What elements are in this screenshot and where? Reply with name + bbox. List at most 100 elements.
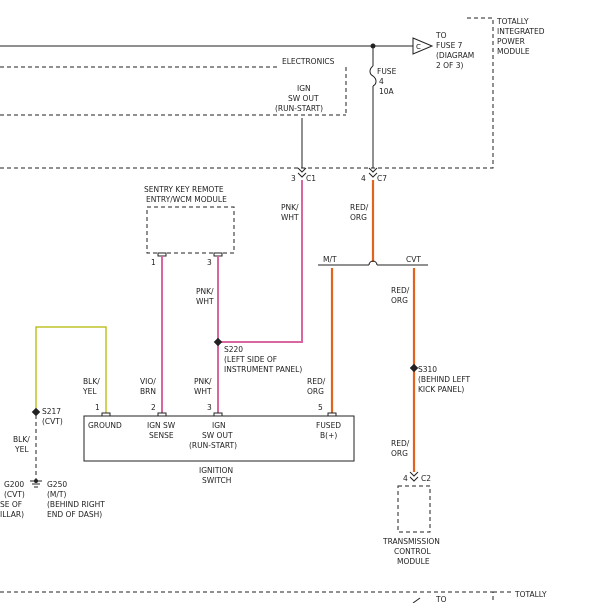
- splice-s217: S217 (CVT): [31, 407, 63, 426]
- svg-text:2 OF 3): 2 OF 3): [436, 61, 464, 70]
- svg-text:BRN: BRN: [140, 387, 156, 396]
- red-org-label-top: RED/ ORG: [350, 203, 369, 222]
- svg-text:C1: C1: [306, 174, 316, 183]
- svg-text:S220: S220: [224, 345, 243, 354]
- svg-text:KICK PANEL): KICK PANEL): [418, 385, 464, 394]
- svg-text:B(+): B(+): [320, 431, 337, 440]
- electronics-box: [0, 66, 347, 116]
- svg-text:1: 1: [95, 403, 100, 412]
- g250-label: G250 (M/T) (BEHIND RIGHT END OF DASH): [47, 480, 105, 519]
- pnk-wht-label-top: PNK/ WHT: [281, 203, 299, 222]
- svg-text:TRANSMISSION: TRANSMISSION: [382, 537, 440, 546]
- svg-text:MODULE: MODULE: [497, 47, 530, 56]
- svg-text:PNK/: PNK/: [196, 287, 214, 296]
- svg-text:IGNITION: IGNITION: [199, 466, 233, 475]
- svg-text:WHT: WHT: [194, 387, 212, 396]
- ignition-switch: 1 2 3 5 GROUND IGN SW SENSE IGN SW OUT (…: [83, 403, 355, 485]
- svg-text:TO: TO: [435, 31, 447, 40]
- svg-text:(CVT): (CVT): [4, 490, 25, 499]
- svg-text:TOTALLY: TOTALLY: [514, 590, 547, 599]
- svg-text:SE OF: SE OF: [0, 500, 22, 509]
- splice-s220: S220 (LEFT SIDE OF INSTRUMENT PANEL): [213, 337, 302, 374]
- red-org-label-cvt: RED/ ORG: [391, 286, 410, 305]
- svg-text:3: 3: [207, 403, 212, 412]
- ign-sw-out-tipm-label: IGN SW OUT (RUN-START): [275, 84, 323, 113]
- svg-text:TOTALLY: TOTALLY: [496, 17, 529, 26]
- red-org-label-tcm: RED/ ORG: [391, 439, 410, 458]
- svg-text:SWITCH: SWITCH: [202, 476, 231, 485]
- svg-text:1: 1: [151, 258, 156, 267]
- pnk-wht-wire-c1: [218, 180, 303, 343]
- svg-text:PNK/: PNK/: [281, 203, 299, 212]
- svg-text:BLK/: BLK/: [13, 435, 30, 444]
- svg-text:4: 4: [361, 174, 366, 183]
- splice-s310: S310 (BEHIND LEFT KICK PANEL): [409, 363, 471, 394]
- svg-text:SENTRY KEY REMOTE: SENTRY KEY REMOTE: [144, 185, 224, 194]
- svg-text:YEL: YEL: [14, 445, 29, 454]
- pnk-wht-label-mid: PNK/ WHT: [196, 287, 214, 306]
- svg-text:INTEGRATED: INTEGRATED: [497, 27, 545, 36]
- svg-text:C7: C7: [377, 174, 387, 183]
- svg-text:C: C: [416, 43, 421, 51]
- vio-brn-label: VIO/ BRN: [140, 377, 156, 396]
- svg-text:3: 3: [207, 258, 212, 267]
- tipm-box-bottom: TOTALLY TO: [0, 590, 547, 603]
- blk-yel-label-left: BLK/ YEL: [13, 435, 30, 454]
- svg-text:(M/T): (M/T): [47, 490, 67, 499]
- fuse-4: [369, 46, 377, 168]
- svg-text:WHT: WHT: [196, 297, 214, 306]
- electronics-label: ELECTRONICS: [282, 57, 335, 66]
- svg-text:ILLAR): ILLAR): [0, 510, 24, 519]
- blk-yel-label-top: BLK/ YEL: [82, 377, 100, 396]
- svg-text:M/T: M/T: [323, 255, 337, 264]
- transmission-control-module: TRANSMISSION CONTROL MODULE: [382, 485, 440, 566]
- svg-text:C2: C2: [421, 474, 431, 483]
- svg-text:(CVT): (CVT): [42, 417, 63, 426]
- svg-text:2: 2: [151, 403, 156, 412]
- blk-yel-wire: [35, 326, 107, 413]
- svg-text:END OF DASH): END OF DASH): [47, 510, 102, 519]
- tipm-label: TOTALLY INTEGRATED POWER MODULE: [496, 17, 545, 56]
- svg-text:SW OUT: SW OUT: [202, 431, 233, 440]
- svg-text:RED/: RED/: [307, 377, 326, 386]
- svg-text:RED/: RED/: [391, 439, 410, 448]
- svg-text:IGN: IGN: [212, 421, 226, 430]
- svg-text:RED/: RED/: [350, 203, 369, 212]
- svg-text:PNK/: PNK/: [194, 377, 212, 386]
- svg-text:FUSED: FUSED: [316, 421, 341, 430]
- svg-text:FUSE 7: FUSE 7: [436, 41, 463, 50]
- connector-c7: 4 C7: [361, 167, 387, 183]
- svg-text:(RUN-START): (RUN-START): [275, 104, 323, 113]
- fuse7-label: TO FUSE 7 (DIAGRAM 2 OF 3): [435, 31, 474, 70]
- svg-text:4: 4: [403, 474, 408, 483]
- svg-text:(LEFT SIDE OF: (LEFT SIDE OF: [224, 355, 277, 364]
- svg-text:IGN SW: IGN SW: [147, 421, 176, 430]
- svg-text:SW OUT: SW OUT: [288, 94, 319, 103]
- svg-text:ORG: ORG: [350, 213, 367, 222]
- svg-text:G250: G250: [47, 480, 67, 489]
- svg-text:S310: S310: [418, 365, 437, 374]
- svg-text:4: 4: [379, 77, 384, 86]
- tipm-box: [0, 17, 494, 169]
- fuse-label: FUSE 4 10A: [377, 67, 397, 96]
- svg-text:5: 5: [318, 403, 323, 412]
- svg-text:ORG: ORG: [307, 387, 324, 396]
- svg-text:YEL: YEL: [82, 387, 97, 396]
- svg-text:(BEHIND LEFT: (BEHIND LEFT: [418, 375, 471, 384]
- svg-text:GROUND: GROUND: [88, 421, 122, 430]
- red-org-label-mt: RED/ ORG: [307, 377, 326, 396]
- svg-text:3: 3: [291, 174, 296, 183]
- pnk-wht-label-bottom: PNK/ WHT: [194, 377, 212, 396]
- svg-text:RED/: RED/: [391, 286, 410, 295]
- svg-text:CVT: CVT: [406, 255, 421, 264]
- svg-text:SENSE: SENSE: [149, 431, 174, 440]
- connector-c1: 3 C1: [291, 167, 316, 183]
- ground-symbol: [30, 479, 42, 488]
- sentry-key-module: SENTRY KEY REMOTE ENTRY/WCM MODULE 1 3: [144, 185, 235, 267]
- svg-text:CONTROL: CONTROL: [394, 547, 431, 556]
- svg-text:G200: G200: [4, 480, 24, 489]
- svg-text:VIO/: VIO/: [140, 377, 156, 386]
- svg-text:IGN: IGN: [297, 84, 311, 93]
- svg-text:(BEHIND RIGHT: (BEHIND RIGHT: [47, 500, 105, 509]
